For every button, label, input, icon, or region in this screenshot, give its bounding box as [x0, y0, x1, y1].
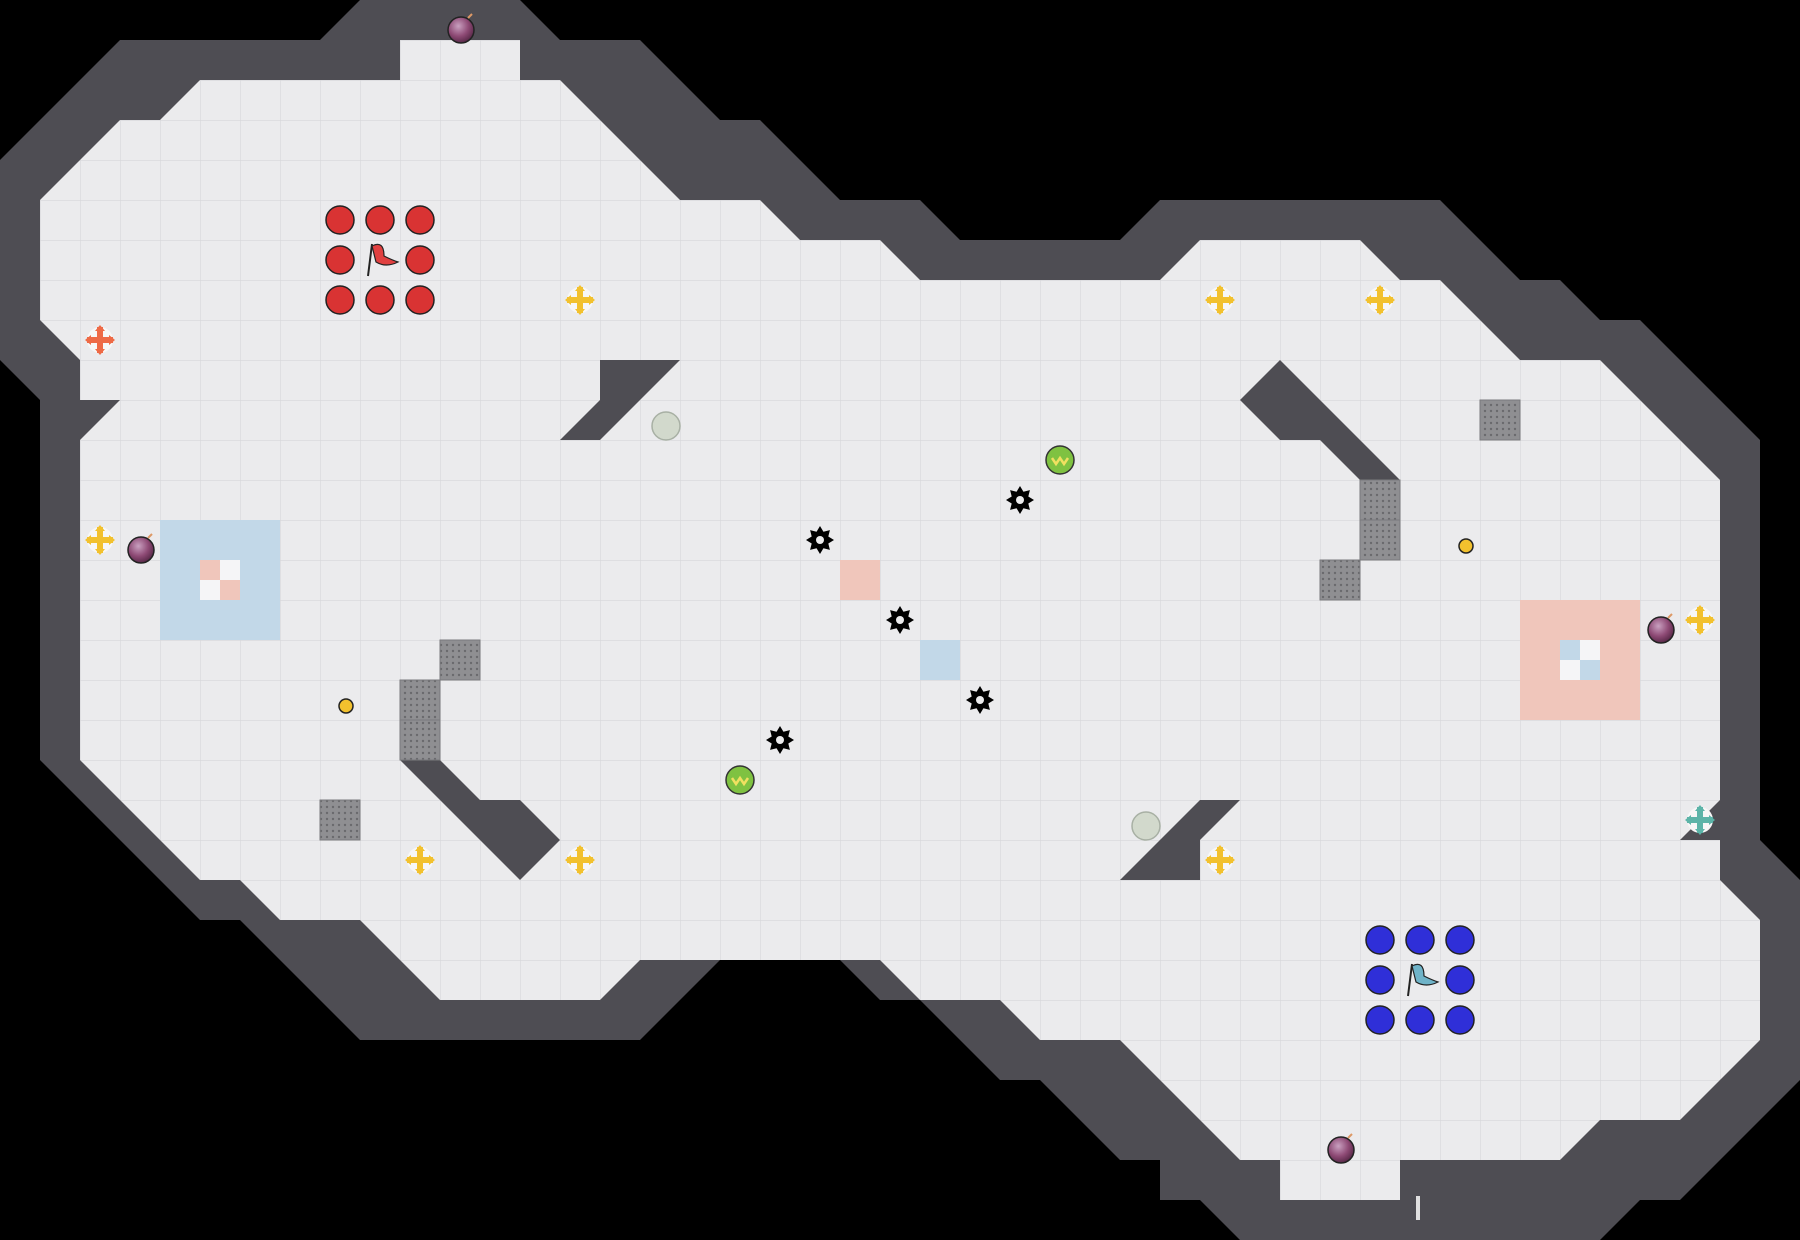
spike-icon [966, 686, 994, 714]
gate-tile [1359, 519, 1401, 561]
button-icon [1458, 538, 1474, 554]
red-flag-icon [367, 243, 400, 277]
spike-icon [1006, 486, 1034, 514]
blue-spawn [1365, 965, 1395, 995]
powerup-icon [725, 765, 755, 795]
spike-icon [766, 726, 794, 754]
gate-tile [399, 719, 441, 761]
red-spawn [405, 205, 435, 235]
bomb-icon [1327, 1133, 1355, 1164]
blue-spawn [1405, 925, 1435, 955]
blue-tile [920, 640, 960, 680]
blue-spawn [1445, 1005, 1475, 1035]
red-spawn [325, 205, 355, 235]
teal-boost-icon [1685, 805, 1715, 835]
red-spawn [405, 245, 435, 275]
powerup-icon [1045, 445, 1075, 475]
blue-spawn [1445, 965, 1475, 995]
bomb-icon [1647, 613, 1675, 644]
red-spawn [325, 285, 355, 315]
blue-flag-icon [1407, 963, 1440, 997]
gate-tile [1479, 399, 1521, 441]
blue-spawn-group [1365, 925, 1475, 1035]
gate-tile [439, 639, 481, 681]
red-tile [840, 560, 880, 600]
red-boost-icon [85, 325, 115, 355]
wall-obstacle-nw [560, 360, 680, 440]
portal-icon [1131, 811, 1161, 841]
spike-icon [806, 526, 834, 554]
red-endzone [1520, 600, 1640, 720]
blue-spawn [1445, 925, 1475, 955]
boost-icon [565, 845, 595, 875]
wall-obstacle-se [1120, 800, 1240, 880]
button-icon [338, 698, 354, 714]
red-spawn [365, 205, 395, 235]
gate-tile [1319, 559, 1361, 601]
boost-icon [85, 525, 115, 555]
boost-icon [565, 285, 595, 315]
red-spawn [325, 245, 355, 275]
gates [319, 399, 1521, 841]
blue-spawn [1365, 925, 1395, 955]
gate-tile [1359, 479, 1401, 521]
wall-obstacle-ne [1240, 360, 1400, 480]
gate-tile [319, 799, 361, 841]
boost-icon [1685, 605, 1715, 635]
red-spawn [405, 285, 435, 315]
boost-icon [405, 845, 435, 875]
boost-icon [1205, 285, 1235, 315]
blue-spawn [1365, 1005, 1395, 1035]
red-spawn-group [325, 205, 435, 315]
blue-spawn [1405, 1005, 1435, 1035]
spike-icon [886, 606, 914, 634]
bomb-icon [127, 533, 155, 564]
red-spawn [365, 285, 395, 315]
blue-endzone [160, 520, 280, 640]
boost-icon [1205, 845, 1235, 875]
portal-icon [651, 411, 681, 441]
gate-tile [399, 679, 441, 721]
bomb-icon [447, 13, 475, 44]
boost-icon [1365, 285, 1395, 315]
wall-obstacle-sw [400, 760, 560, 880]
exit-marker [1416, 1196, 1420, 1220]
items [85, 13, 1715, 1164]
